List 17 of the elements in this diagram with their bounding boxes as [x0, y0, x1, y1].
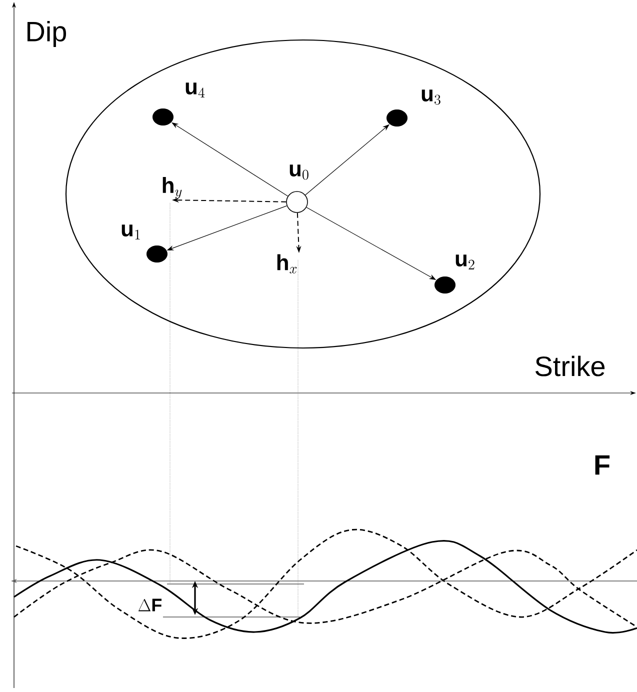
point-label: $\mathbf{u}_1$ — [122, 224, 140, 240]
point-label: $\mathbf{u}_0$ — [290, 164, 308, 180]
vector-label: $\mathbf{h}_x$ — [277, 254, 297, 274]
hollow-point — [286, 191, 308, 213]
data-point — [434, 276, 456, 294]
vector-label: $\mathbf{h}_y$ — [162, 176, 182, 199]
axis-label: Strike — [536, 356, 605, 376]
symbol-label: $\mathbf{F}$ — [595, 455, 610, 475]
point-label: $\mathbf{u}_4$ — [186, 82, 205, 98]
point-label: $\mathbf{u}_3$ — [422, 90, 440, 105]
point-label: $\mathbf{u}_2$ — [456, 254, 474, 270]
search-ellipse — [65, 39, 541, 349]
data-point — [146, 246, 168, 262]
symbol-label: $\Delta\mathbf{F}$ — [138, 598, 162, 612]
data-point — [152, 108, 174, 126]
data-point — [386, 110, 408, 126]
axis-label: Dip — [28, 20, 66, 48]
